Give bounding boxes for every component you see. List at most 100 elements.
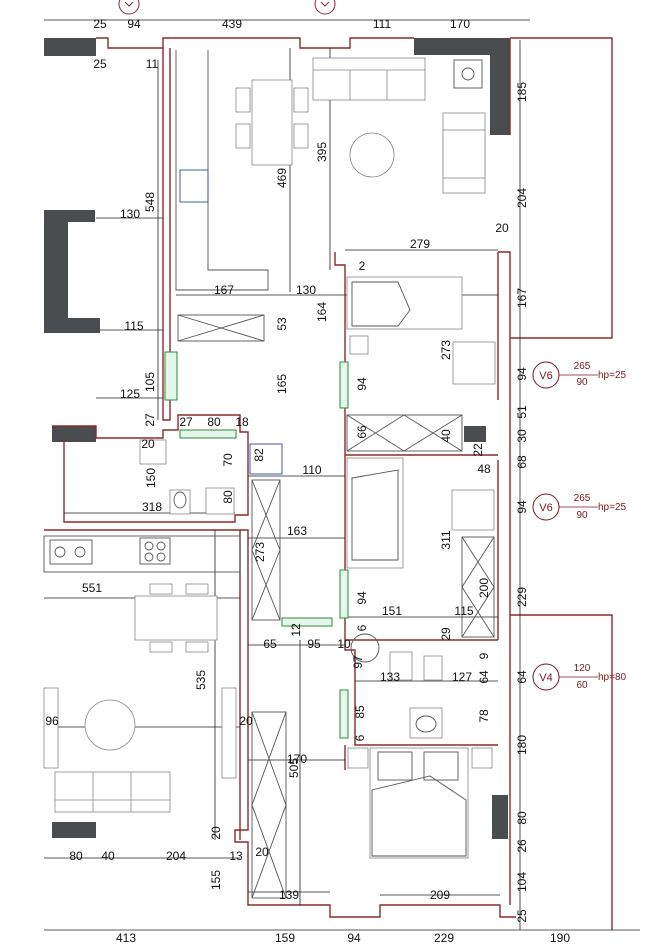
inner-dimensions: 469 395 279 167 130 53 164 165 2 273 94 … [45, 142, 491, 902]
dim-right: 26 [515, 839, 529, 853]
window-size: 265 [574, 361, 591, 372]
dim-left: 80 [207, 415, 221, 429]
dim-right: 229 [515, 587, 529, 607]
wall-outline-bath [344, 640, 498, 770]
dim-left: 548 [143, 192, 157, 212]
dim-left: 27 [143, 413, 157, 427]
wardrobe-bedroom2 [461, 536, 495, 638]
dim-left: 105 [143, 372, 157, 392]
bed-bedroom1 [346, 276, 463, 330]
dim-right: 68 [515, 455, 529, 469]
left-dimensions: 548 130 115 105 125 27 27 80 18 20 150 3… [120, 192, 266, 514]
dim-inner: 20 [209, 826, 223, 840]
dim-inner: 97 [351, 655, 365, 669]
wall-outline-right [497, 38, 511, 905]
dim-inner: 40 [101, 849, 115, 863]
dim-left: 20 [141, 437, 155, 451]
bed-master [369, 747, 469, 859]
round-table-bottom [84, 699, 136, 751]
glass-partition-wc [179, 429, 237, 439]
wardrobe-bedroom1 [346, 414, 463, 452]
dim-bottom: 413 [116, 931, 136, 945]
dim-inner: 395 [315, 142, 329, 162]
dim-right: 94 [515, 367, 529, 381]
dim-inner: 96 [45, 714, 59, 728]
window-hp: hp=25 [598, 370, 627, 381]
dim-inner: 551 [82, 581, 102, 595]
dim-inner: 130 [296, 283, 316, 297]
dim-inner: 209 [430, 888, 450, 902]
dim-right: 185 [515, 82, 529, 102]
dim-inner: 167 [214, 283, 234, 297]
stove-top-right [453, 59, 483, 89]
dim-inner: 64 [477, 670, 491, 684]
dim-inner: 80 [69, 849, 83, 863]
dim-inner: 13 [229, 849, 243, 863]
dim-inner: 279 [410, 237, 430, 251]
dim-inner: 311 [439, 530, 453, 549]
tv-unit [221, 687, 237, 779]
dim-top-row2: 25 [93, 57, 107, 71]
fridge-top [179, 169, 209, 203]
boiler-box [249, 443, 283, 475]
dim-inner: 155 [209, 870, 223, 890]
dim-right: 51 [515, 405, 529, 419]
dim-left: 80 [221, 490, 235, 504]
bathroom-fixtures [350, 633, 443, 739]
dim-inner: 85 [353, 705, 367, 719]
dim-inner: 133 [380, 670, 400, 684]
dim-inner: 22 [471, 443, 485, 457]
dim-inner: 9 [477, 652, 491, 659]
dim-right: 30 [515, 429, 529, 443]
dim-inner: 164 [315, 302, 329, 322]
armchair-bottom-left [43, 687, 59, 769]
dim-inner: 110 [302, 463, 321, 477]
dim-right: 94 [515, 500, 529, 514]
wardrobe-corridor-lower [251, 711, 287, 899]
window-size: 120 [574, 663, 591, 674]
window-marker-top-right [314, 0, 336, 15]
dim-inner: 127 [452, 670, 472, 684]
dim-right: 167 [515, 288, 529, 308]
dim-inner: 200 [477, 578, 491, 598]
glass-partition-bedroom2 [339, 569, 349, 619]
dim-inner: 20 [239, 714, 253, 728]
wall-outline-top [96, 37, 414, 49]
dim-left: 130 [120, 207, 140, 221]
wall-outline-room-left [52, 414, 249, 523]
window-id: V6 [539, 502, 552, 514]
dining-table-top [235, 79, 309, 166]
dim-right: 80 [515, 811, 529, 825]
window-size: 265 [574, 493, 591, 504]
window-hp: hp=80 [598, 672, 627, 683]
wall-outline-corridor [234, 529, 516, 918]
dim-inner: 204 [166, 849, 186, 863]
small-bathroom-fixtures [139, 439, 235, 515]
kitchen-counter-bottom [43, 535, 241, 573]
dim-top: 25 [93, 17, 107, 31]
sofa-bottom [54, 771, 171, 813]
wall-outline-balcony [510, 37, 613, 930]
window-hp: hp=25 [598, 502, 627, 513]
wall-outline-inner-left [44, 529, 241, 840]
wall-block-bottom-left [52, 822, 96, 838]
dim-inner: 151 [382, 604, 402, 618]
dim-inner: 53 [275, 317, 289, 331]
glass-partition-corridor [281, 617, 333, 627]
dim-right: 180 [515, 735, 529, 755]
bed-bedroom2 [346, 457, 404, 569]
dim-right: 20 [495, 221, 509, 235]
dim-right: 64 [515, 670, 529, 684]
dim-inner: 2 [359, 259, 366, 273]
dim-top: 111 [373, 17, 392, 31]
round-table-living [349, 132, 395, 178]
wall-block-top-left [44, 38, 96, 56]
dim-left: 125 [120, 387, 140, 401]
dim-left: 82 [252, 448, 266, 462]
dim-inner: 273 [439, 340, 453, 360]
dim-inner: 6 [353, 734, 367, 741]
sofa-top [312, 57, 426, 101]
window-label-1: V6 265 90 hp=25 [532, 361, 627, 389]
window-label-3: V4 120 60 hp=80 [532, 663, 627, 691]
dim-top-row2: 11 [146, 57, 159, 71]
